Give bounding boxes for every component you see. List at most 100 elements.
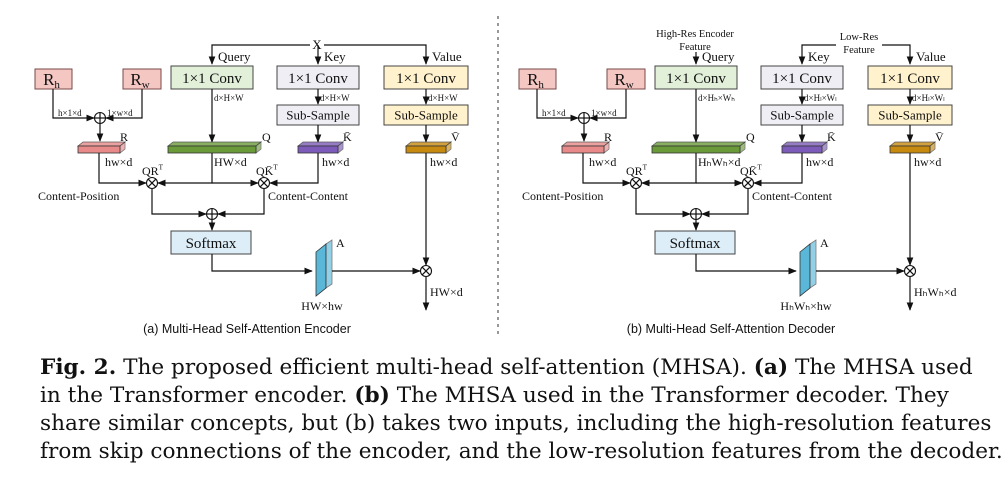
- caption-text-2a: in the Transformer encoder.: [40, 383, 355, 408]
- subsample-value-label: Sub-Sample: [878, 108, 942, 123]
- k-bar-top: [780, 141, 829, 147]
- qr-op-d2: [631, 178, 641, 188]
- v-dim: hw×d: [430, 155, 457, 169]
- out-dim: HW×d: [430, 285, 463, 299]
- conv-query-label: 1×1 Conv: [666, 71, 726, 87]
- qk-op-d2: [259, 178, 269, 188]
- v-bar-top: [404, 141, 453, 147]
- q-to-qr: [157, 153, 213, 187]
- x-to-value: [324, 44, 430, 65]
- content-position-label: Content-Position: [522, 189, 603, 203]
- hires-label-line2: Feature: [679, 42, 711, 53]
- k-dim-small: d×H×W: [320, 93, 350, 103]
- v-dim-small: d×Hₗ×Wₗ: [912, 93, 945, 103]
- qk-label: QK̄T: [256, 164, 278, 178]
- softmax-box-label: Softmax: [670, 236, 721, 252]
- qr-to-sum: [151, 189, 207, 218]
- v-bar-top: [888, 141, 937, 147]
- a-slab-front: [799, 243, 811, 297]
- q-label: Q: [746, 130, 755, 144]
- k-to-qk: [753, 153, 803, 187]
- attention-diagram: X Query Key Value 1×1 Conv 1×1 Conv 1×1 ConvRh…: [34, 16, 956, 338]
- q-bar: [167, 145, 257, 154]
- k-to-qk: [269, 153, 319, 187]
- rh-box-subscript: h: [54, 79, 60, 91]
- softmax-to-a: [695, 254, 797, 275]
- qk-to-sum: [217, 189, 265, 218]
- conv-query-label: 1×1 Conv: [182, 71, 242, 87]
- caption-fig-label: Fig. 2.: [40, 355, 117, 380]
- k-bar: [781, 145, 823, 154]
- lowres-label-line2: Feature: [843, 45, 875, 56]
- panel-caption: (b) Multi-Head Self-Attention Decoder: [627, 322, 835, 336]
- vbar-label: V̄: [935, 130, 944, 144]
- qr-label-superscript: T: [159, 164, 164, 172]
- k-dim: hw×d: [322, 155, 349, 169]
- k-bar: [297, 145, 339, 154]
- softmax-box: [654, 230, 736, 255]
- decoder-panel: High-Res EncoderFeatureLow-ResFeatureQue…: [518, 29, 956, 336]
- v-dim-small: d×H×W: [428, 93, 458, 103]
- value-label: Value: [916, 49, 946, 64]
- lowres-to-value: [882, 44, 914, 65]
- k-dim-small: d×Hₗ×Wₗ: [804, 93, 837, 103]
- conv-value-label: 1×1 Conv: [880, 71, 940, 87]
- r-bar-top: [560, 141, 611, 147]
- v-bar: [889, 145, 931, 154]
- r-bar-top: [76, 141, 127, 147]
- q-dim: HₕWₕ×d: [698, 155, 740, 169]
- rh-dim: h×1×d: [542, 108, 566, 118]
- hires-label-line1: High-Res Encoder: [656, 29, 734, 40]
- conv-key-label: 1×1 Conv: [772, 71, 832, 87]
- a-slab-side: [809, 239, 817, 289]
- qr-op-d2: [147, 178, 157, 188]
- r-dim: hw×d: [105, 155, 132, 169]
- out-dim: HₕWₕ×d: [914, 285, 956, 299]
- q-dim-small: d×H×W: [214, 93, 244, 103]
- query-label: Query: [218, 49, 251, 64]
- rw-dim: 1×w×d: [107, 108, 133, 118]
- caption-line-2: in the Transformer encoder. (b) The MHSA…: [40, 382, 965, 410]
- kbar-label: K̄: [827, 130, 836, 144]
- qk-label: QK̄T: [740, 164, 762, 178]
- qr-label-superscript: T: [643, 164, 648, 172]
- caption-text-1b: The MHSA used: [788, 355, 973, 380]
- key-label: Key: [324, 49, 346, 64]
- vbar-label: V̄: [451, 130, 460, 144]
- rw-box-subscript: w: [626, 79, 634, 91]
- r-bar: [77, 145, 121, 154]
- q-dim-small: d×Hₕ×Wₕ: [698, 93, 735, 103]
- panel-caption: (a) Multi-Head Self-Attention Encoder: [143, 322, 351, 336]
- qk-op-d2: [743, 178, 753, 188]
- k-dim: hw×d: [806, 155, 833, 169]
- a-dim: HW×hw: [301, 299, 343, 313]
- input-x-label: X: [312, 37, 322, 52]
- rw-to-add: [105, 89, 143, 122]
- output-op-d2: [421, 266, 431, 276]
- caption-text-2b: The MHSA used in the Transformer decoder…: [389, 383, 949, 408]
- caption-line-4: from skip connections of the encoder, an…: [40, 439, 1002, 464]
- r-bar: [561, 145, 605, 154]
- a-slab-front: [315, 243, 327, 297]
- q-bar: [651, 145, 741, 154]
- a-label: A: [820, 236, 829, 250]
- r-to-qr: [582, 153, 631, 187]
- lowres-to-key: [798, 44, 836, 65]
- content-content-label: Content-Content: [268, 189, 349, 203]
- kbar-label: K̄: [343, 130, 352, 144]
- q-to-qr: [641, 153, 697, 187]
- rh-to-add: [52, 89, 95, 122]
- value-label: Value: [432, 49, 462, 64]
- r-label: R: [604, 130, 612, 144]
- conv-value-label: 1×1 Conv: [396, 71, 456, 87]
- rh-box-subscript: h: [538, 79, 544, 91]
- content-content-label: Content-Content: [752, 189, 833, 203]
- rw-dim: 1×w×d: [591, 108, 617, 118]
- q-bar-top: [650, 141, 747, 147]
- r-to-qr: [98, 153, 147, 187]
- key-label: Key: [808, 49, 830, 64]
- rw-to-add: [589, 89, 627, 122]
- subsample-value-label: Sub-Sample: [394, 108, 458, 123]
- content-position-label: Content-Position: [38, 189, 119, 203]
